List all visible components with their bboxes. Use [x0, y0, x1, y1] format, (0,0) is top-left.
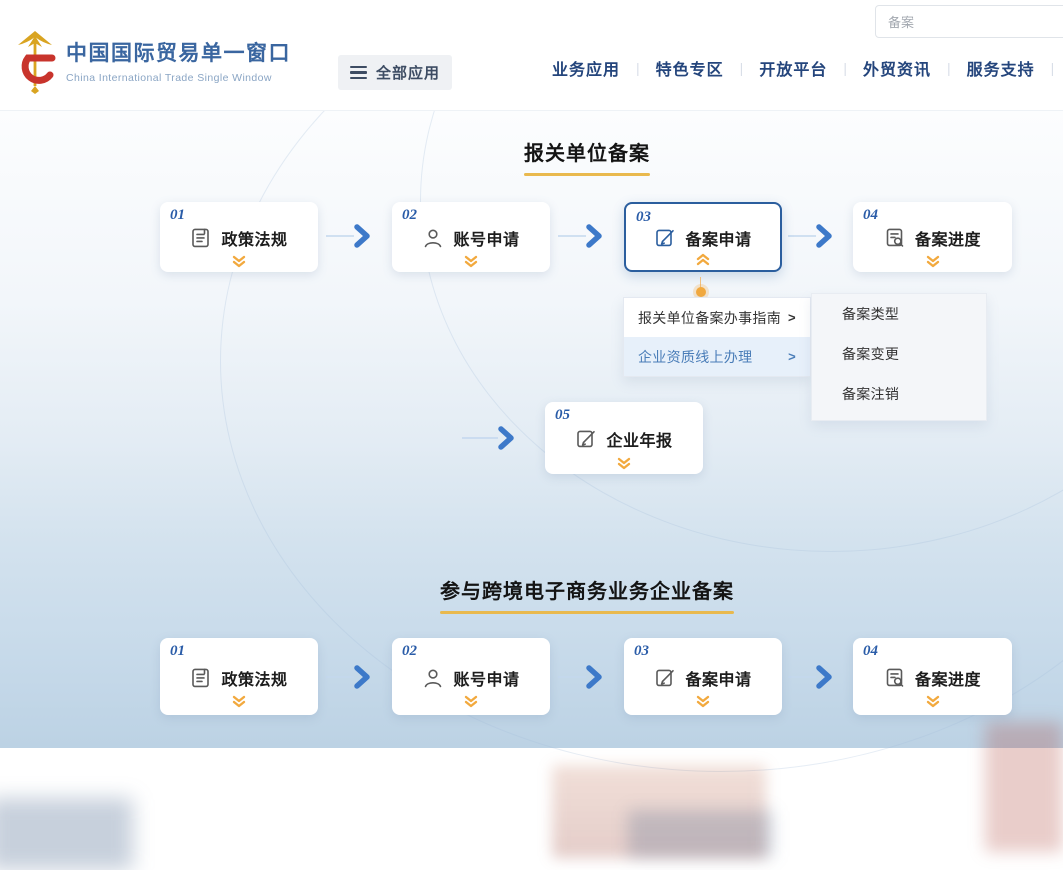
person-icon — [425, 669, 442, 687]
page: { "colors": { "accent_blue": "#2b5e9e", … — [0, 0, 1063, 748]
chevron-double-down-icon[interactable] — [462, 255, 480, 268]
step-card-annual-report[interactable]: 05 企业年报 — [545, 402, 703, 474]
chevron-double-down-icon[interactable] — [694, 695, 712, 708]
step-label: 备案申请 — [685, 231, 752, 249]
section-title-cross-border-ecommerce-filing: 参与跨境电子商务业务企业备案 — [440, 575, 734, 614]
nav-item-special-zones[interactable]: 特色专区 — [655, 62, 724, 79]
pen-document-icon — [656, 669, 675, 686]
filing-submenu: 备案类型 备案变更 备案注销 — [811, 293, 987, 421]
step-card-policy[interactable]: 01 政策法规 — [160, 202, 318, 272]
nav-item-trade-news[interactable]: 外贸资讯 — [862, 62, 931, 79]
step-card-filing-apply[interactable]: 03 备案申请 — [624, 638, 782, 715]
submenu-item-filing-cancel[interactable]: 备案注销 — [842, 388, 900, 403]
background-photo-blob — [985, 722, 1063, 852]
nav-separator: | — [739, 60, 744, 76]
step-card-policy[interactable]: 01 政策法规 — [160, 638, 318, 715]
nav-item-business-apps[interactable]: 业务应用 — [552, 62, 621, 79]
submenu-item-filing-type[interactable]: 备案类型 — [842, 308, 900, 323]
step-card-account[interactable]: 02 账号申请 — [392, 638, 550, 715]
step-card-filing-progress[interactable]: 04 备案进度 — [853, 638, 1012, 715]
submenu-item-filing-change[interactable]: 备案变更 — [842, 348, 900, 363]
chevron-right-icon: > — [788, 310, 796, 325]
step-card-filing-apply-active[interactable]: 03 备案申请 — [624, 202, 782, 272]
chevron-double-down-icon[interactable] — [230, 695, 248, 708]
main-nav: 业务应用 | 特色专区 | 开放平台 | 外贸资讯 | 服务支持 | — [536, 52, 1054, 84]
logo-text: 中国国际贸易单一窗口 China International Trade Sin… — [66, 37, 291, 84]
all-apps-button[interactable]: 全部应用 — [338, 55, 452, 90]
filing-dropdown-menu: 报关单位备案办事指南 > 企业资质线上办理 > — [623, 297, 811, 377]
flow-arrow-icon — [788, 665, 832, 689]
step-label: 企业年报 — [606, 432, 673, 450]
chevron-right-icon: > — [788, 349, 796, 364]
step-label: 账号申请 — [453, 671, 520, 689]
background-photo-blob — [628, 810, 773, 858]
menu-item-filing-guide[interactable]: 报关单位备案办事指南 > — [624, 298, 810, 337]
dropdown-connector — [700, 277, 701, 288]
menu-icon — [349, 66, 367, 79]
dropdown-anchor-dot — [696, 287, 706, 297]
chevron-double-down-icon[interactable] — [924, 255, 942, 268]
header: 中国国际贸易单一窗口 China International Trade Sin… — [0, 0, 1063, 111]
document-lines-icon — [192, 668, 210, 687]
document-search-icon — [886, 668, 904, 687]
step-number: 04 — [863, 207, 878, 223]
nav-separator: | — [1050, 60, 1055, 76]
flow-arrow-icon — [558, 224, 602, 248]
step-number: 01 — [170, 643, 185, 659]
nav-item-service-support[interactable]: 服务支持 — [966, 62, 1035, 79]
nav-item-open-platform[interactable]: 开放平台 — [759, 62, 828, 79]
flow-arrow-icon — [558, 665, 602, 689]
step-card-account[interactable]: 02 账号申请 — [392, 202, 550, 272]
menu-item-online-qualification[interactable]: 企业资质线上办理 > — [624, 337, 810, 376]
person-icon — [425, 229, 442, 248]
pen-document-icon — [656, 229, 675, 247]
single-window-logo-icon — [18, 31, 56, 94]
all-apps-label: 全部应用 — [375, 65, 440, 82]
step-label: 账号申请 — [453, 231, 520, 249]
document-lines-icon — [192, 228, 210, 248]
step-number: 05 — [555, 407, 570, 423]
step-card-filing-progress[interactable]: 04 备案进度 — [853, 202, 1012, 272]
chevron-double-down-icon[interactable] — [230, 255, 248, 268]
nav-separator: | — [636, 60, 640, 76]
flow-arrow-icon — [326, 665, 370, 689]
step-label: 政策法规 — [221, 231, 288, 249]
site-subtitle: China International Trade Single Window — [66, 72, 272, 84]
step-number: 01 — [170, 207, 185, 223]
nav-separator: | — [843, 60, 847, 76]
chevron-double-down-icon[interactable] — [924, 695, 942, 708]
step-number: 02 — [402, 643, 417, 659]
document-search-icon — [886, 228, 904, 247]
step-number: 03 — [634, 643, 649, 659]
menu-item-label: 企业资质线上办理 — [638, 350, 753, 366]
step-label: 备案申请 — [685, 671, 752, 689]
site-title: 中国国际贸易单一窗口 — [66, 42, 291, 65]
search-input[interactable] — [875, 5, 1063, 38]
flow-arrow-icon — [326, 224, 370, 248]
step-number: 02 — [402, 207, 417, 223]
step-label: 政策法规 — [221, 671, 288, 689]
chevron-double-down-icon[interactable] — [462, 695, 480, 708]
flow-arrow-icon — [788, 224, 832, 248]
chevron-double-down-icon[interactable] — [615, 457, 633, 470]
flow-arrow-icon — [462, 426, 514, 450]
menu-item-label: 报关单位备案办事指南 — [638, 311, 781, 327]
pen-document-icon — [577, 430, 596, 448]
background-photo-blob — [0, 798, 133, 870]
section-title-customs-unit-filing: 报关单位备案 — [524, 137, 650, 176]
chevron-double-up-icon[interactable] — [694, 253, 712, 266]
step-label: 备案进度 — [914, 671, 981, 689]
nav-separator: | — [946, 60, 951, 76]
step-number: 03 — [636, 209, 651, 225]
step-number: 04 — [863, 643, 878, 659]
step-label: 备案进度 — [914, 231, 981, 249]
